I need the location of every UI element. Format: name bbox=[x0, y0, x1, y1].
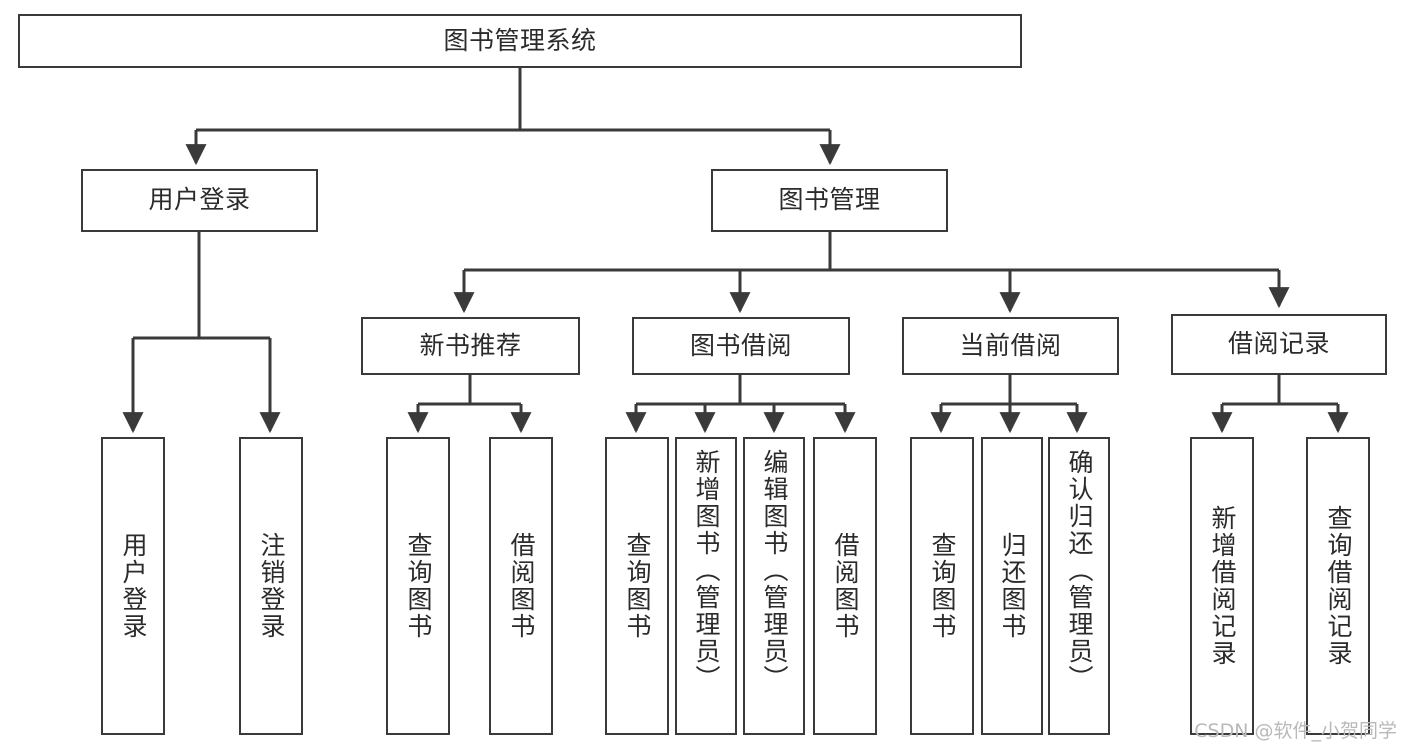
node-label: 借阅记录 bbox=[1227, 329, 1330, 359]
node-label: 归还图书 bbox=[998, 532, 1027, 640]
node-label: 新增借阅记录 bbox=[1208, 505, 1237, 667]
node-label: 借阅图书 bbox=[831, 532, 860, 640]
node-label: 图书管理 bbox=[778, 185, 881, 215]
leaf-query-book-newbook[interactable]: 查询图书 bbox=[386, 437, 450, 735]
node-label: 编辑图书（管理员） bbox=[760, 449, 789, 692]
node-current-borrowing[interactable]: 当前借阅 bbox=[902, 317, 1119, 375]
node-user-login[interactable]: 用户登录 bbox=[81, 169, 318, 232]
leaf-confirm-return-admin[interactable]: 确认归还（管理员） bbox=[1048, 437, 1110, 735]
node-book-borrowing[interactable]: 图书借阅 bbox=[632, 317, 850, 375]
node-label: 查询图书 bbox=[404, 532, 433, 640]
node-root-book-management-system[interactable]: 图书管理系统 bbox=[18, 14, 1022, 68]
node-label: 查询图书 bbox=[928, 532, 957, 640]
node-label: 用户登录 bbox=[148, 185, 251, 215]
node-label: 查询借阅记录 bbox=[1324, 505, 1353, 667]
node-label: 当前借阅 bbox=[959, 330, 1062, 360]
node-label: 确认归还（管理员） bbox=[1065, 449, 1094, 692]
leaf-query-book-current[interactable]: 查询图书 bbox=[910, 437, 974, 735]
node-label: 注销登录 bbox=[257, 532, 286, 640]
node-label: 新增图书（管理员） bbox=[692, 449, 721, 692]
leaf-query-borrow-record[interactable]: 查询借阅记录 bbox=[1306, 437, 1370, 735]
node-label: 图书借阅 bbox=[689, 330, 792, 360]
node-label: 借阅图书 bbox=[507, 532, 536, 640]
node-label: 用户登录 bbox=[119, 532, 148, 640]
node-book-management[interactable]: 图书管理 bbox=[711, 169, 948, 232]
node-borrowing-record[interactable]: 借阅记录 bbox=[1171, 314, 1387, 375]
leaf-logout[interactable]: 注销登录 bbox=[239, 437, 303, 735]
leaf-edit-book-admin[interactable]: 编辑图书（管理员） bbox=[743, 437, 805, 735]
leaf-add-borrow-record[interactable]: 新增借阅记录 bbox=[1190, 437, 1254, 735]
leaf-add-book-admin[interactable]: 新增图书（管理员） bbox=[675, 437, 737, 735]
leaf-query-book-borrow[interactable]: 查询图书 bbox=[605, 437, 669, 735]
leaf-user-login[interactable]: 用户登录 bbox=[101, 437, 165, 735]
node-label: 新书推荐 bbox=[419, 330, 522, 360]
node-label: 查询图书 bbox=[623, 532, 652, 640]
leaf-borrow-book-borrow[interactable]: 借阅图书 bbox=[813, 437, 877, 735]
node-new-book-recommendation[interactable]: 新书推荐 bbox=[361, 317, 580, 375]
leaf-borrow-book-newbook[interactable]: 借阅图书 bbox=[489, 437, 553, 735]
node-label: 图书管理系统 bbox=[443, 25, 597, 55]
leaf-return-book[interactable]: 归还图书 bbox=[981, 437, 1043, 735]
